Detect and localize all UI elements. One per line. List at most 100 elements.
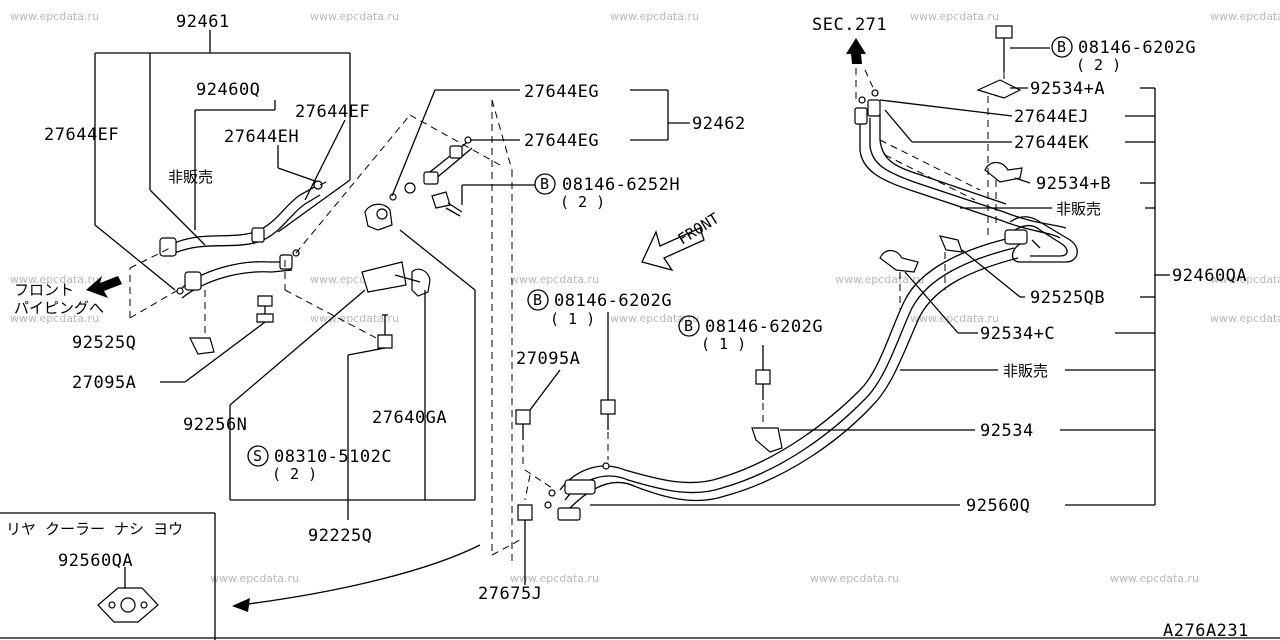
b-marker-icon [534, 173, 556, 195]
pipe-fitting [449, 145, 463, 159]
label-08146-6202g-top-qty: ( 2 ) [1076, 56, 1121, 74]
label-b-marker: B [533, 291, 542, 309]
label-08146-6202g-a-qty: ( 1 ) [550, 310, 595, 328]
label-92461[interactable]: 92461 [176, 12, 230, 32]
pipe-clamp [984, 161, 1023, 183]
label-92534b[interactable]: 92534+B [1036, 174, 1111, 194]
label-27095a-left[interactable]: 27095A [72, 373, 136, 393]
label-08146-6202g-b[interactable]: 08146-6202G [705, 317, 823, 337]
pipe-fitting [1004, 229, 1028, 245]
label-08146-6252h[interactable]: 08146-6252H [562, 175, 680, 195]
o-ring [858, 96, 866, 104]
pipe-fitting [159, 237, 177, 257]
pipe-clamp [751, 427, 783, 453]
hole [120, 597, 136, 613]
inset-title: リヤ クーラー ナシ ヨウ [6, 520, 183, 538]
label-92462[interactable]: 92462 [692, 114, 746, 134]
watermark: www.epcdata.ru [910, 312, 999, 325]
label-92525q[interactable]: 92525Q [72, 333, 136, 353]
o-ring [176, 287, 184, 295]
label-92460qa[interactable]: 92460QA [1172, 266, 1247, 286]
pipe-fitting [867, 99, 881, 117]
watermark: www.epcdata.ru [210, 572, 299, 585]
label-27644eh[interactable]: 27644EH [224, 127, 299, 147]
label-b-marker: B [540, 175, 549, 193]
label-27675j[interactable]: 27675J [478, 584, 542, 604]
label-92560qa[interactable]: 92560QA [58, 551, 133, 571]
label-92534a[interactable]: 92534+A [1030, 79, 1105, 99]
pipe-clip [251, 227, 265, 243]
watermark: www.epcdata.ru [510, 572, 599, 585]
label-92534c[interactable]: 92534+C [980, 324, 1055, 344]
pipe-fitting [854, 107, 868, 125]
label-b-marker: B [1057, 38, 1066, 56]
label-08146-6202g-top[interactable]: 08146-6202G [1078, 38, 1196, 58]
label-08310-5102c[interactable]: 08310-5102C [274, 447, 392, 467]
watermark: www.epcdata.ru [610, 312, 699, 325]
watermarks: www.epcdata.ru www.epcdata.ru www.epcdat… [10, 10, 1280, 585]
pipe-clamp [976, 79, 1022, 99]
label-27644eg-2[interactable]: 27644EG [524, 131, 599, 151]
sec-arrow-icon [846, 38, 866, 64]
drawing-code: A276A231 [1163, 621, 1249, 640]
pipe-clamp [938, 235, 963, 253]
part-labels: 92461 92460Q 27644EF 27644EF 27644EH 非販売… [6, 12, 1249, 640]
watermark: www.epcdata.ru [910, 10, 999, 23]
inset-box [0, 512, 1280, 640]
pipe-fitting [423, 171, 439, 185]
expansion-valve-bracket [361, 203, 431, 297]
label-27644eg-1[interactable]: 27644EG [524, 82, 599, 102]
label-27644ef-mid[interactable]: 27644EF [295, 102, 370, 122]
label-92256n[interactable]: 92256N [183, 415, 247, 435]
label-27644ek[interactable]: 27644EK [1014, 133, 1089, 153]
watermark: www.epcdata.ru [1210, 10, 1280, 23]
label-92460q[interactable]: 92460Q [196, 80, 260, 100]
label-not-for-sale-2: 非販売 [1056, 200, 1101, 218]
bolt-icon [600, 399, 616, 460]
label-b-marker: B [684, 317, 693, 335]
label-27644ef-left[interactable]: 27644EF [44, 125, 119, 145]
label-08146-6202g-a[interactable]: 08146-6202G [554, 291, 672, 311]
bolt-icon [377, 314, 393, 349]
bolt-icon [256, 295, 274, 323]
front-direction-arrow-icon [641, 227, 705, 272]
label-27640ga[interactable]: 27640GA [372, 408, 447, 428]
label-not-for-sale-3: 非販売 [1003, 362, 1048, 380]
watermark: www.epcdata.ru [10, 312, 99, 325]
watermark: www.epcdata.ru [1110, 572, 1199, 585]
label-front-piping-1: フロント [14, 281, 74, 299]
pipe-fitting [184, 271, 202, 291]
hole [108, 601, 116, 609]
label-27644ej[interactable]: 27644EJ [1014, 107, 1089, 127]
label-92225q[interactable]: 92225Q [308, 526, 372, 546]
bolt-icon [755, 369, 771, 425]
label-27095a-mid[interactable]: 27095A [516, 349, 580, 369]
label-08310-qty: ( 2 ) [272, 465, 317, 483]
pipe-clip [279, 254, 293, 270]
watermark: www.epcdata.ru [310, 312, 399, 325]
pipe-clamp [189, 337, 215, 355]
b-marker-icon [678, 315, 700, 337]
watermark: www.epcdata.ru [610, 10, 699, 23]
watermark: www.epcdata.ru [1210, 273, 1280, 286]
watermark: www.epcdata.ru [10, 10, 99, 23]
o-ring [313, 180, 323, 190]
front-piping-arrow-icon [86, 276, 122, 298]
bolt-icon [515, 409, 531, 465]
label-08146-6202g-b-qty: ( 1 ) [701, 335, 746, 353]
o-ring [602, 462, 610, 470]
label-92534[interactable]: 92534 [980, 421, 1034, 441]
label-92560q[interactable]: 92560Q [966, 496, 1030, 516]
label-sec-271[interactable]: SEC.271 [812, 15, 887, 35]
watermark: www.epcdata.ru [810, 572, 899, 585]
label-s-marker: S [253, 447, 262, 465]
label-08146-6252h-qty: ( 2 ) [560, 193, 605, 211]
firewall-outline [491, 99, 521, 565]
pipe-fitting [557, 507, 581, 521]
o-ring [404, 182, 416, 194]
bolt-icon [995, 25, 1013, 82]
right-assembly [590, 25, 1170, 506]
label-92525qb[interactable]: 92525QB [1030, 288, 1105, 308]
watermark: www.epcdata.ru [310, 10, 399, 23]
